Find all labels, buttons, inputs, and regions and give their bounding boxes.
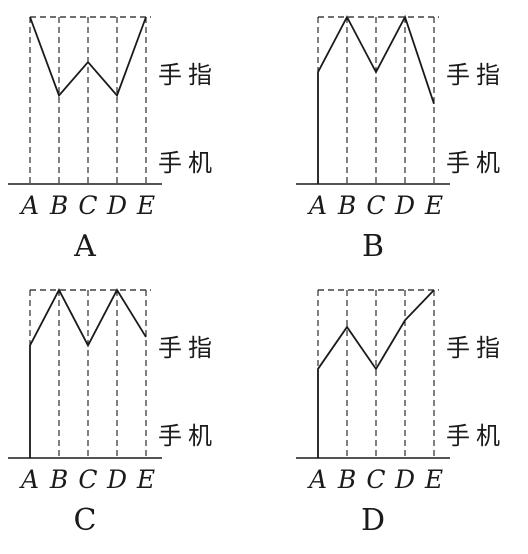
tick-label-a: A <box>307 465 327 494</box>
profile-line <box>317 14 435 184</box>
tick-label-b: B <box>337 191 356 220</box>
panel-label: D <box>361 503 385 538</box>
tick-label-d: D <box>394 465 415 494</box>
tick-label-d: D <box>106 465 127 494</box>
profile-line <box>317 289 435 458</box>
tick-label-b: B <box>337 465 356 494</box>
tick-label-a: A <box>19 191 39 220</box>
phone-label: 手机 <box>158 149 218 177</box>
panel-label: B <box>362 229 384 264</box>
tick-label-d: D <box>394 191 415 220</box>
tick-label-b: B <box>49 465 68 494</box>
tick-label-e: E <box>424 191 443 220</box>
finger-label: 手指 <box>158 334 218 362</box>
tick-label-a: A <box>19 465 39 494</box>
tick-label-d: D <box>106 191 127 220</box>
profile-line <box>29 288 147 458</box>
panel-label: C <box>74 503 97 538</box>
tick-label-e: E <box>424 465 443 494</box>
tick-label-a: A <box>307 191 327 220</box>
tick-label-e: E <box>136 191 155 220</box>
phone-label: 手机 <box>446 149 506 177</box>
tick-label-c: C <box>78 191 97 220</box>
panel-label: A <box>73 229 96 264</box>
finger-label: 手指 <box>446 61 506 89</box>
tick-label-c: C <box>366 191 385 220</box>
tick-label-e: E <box>136 465 155 494</box>
tick-label-c: C <box>78 465 97 494</box>
phone-label: 手机 <box>158 422 218 450</box>
phone-label: 手机 <box>446 422 506 450</box>
tick-label-b: B <box>49 191 68 220</box>
finger-label: 手指 <box>446 334 506 362</box>
profile-line <box>29 16 147 98</box>
tick-label-c: C <box>366 465 385 494</box>
finger-label: 手指 <box>158 61 218 89</box>
